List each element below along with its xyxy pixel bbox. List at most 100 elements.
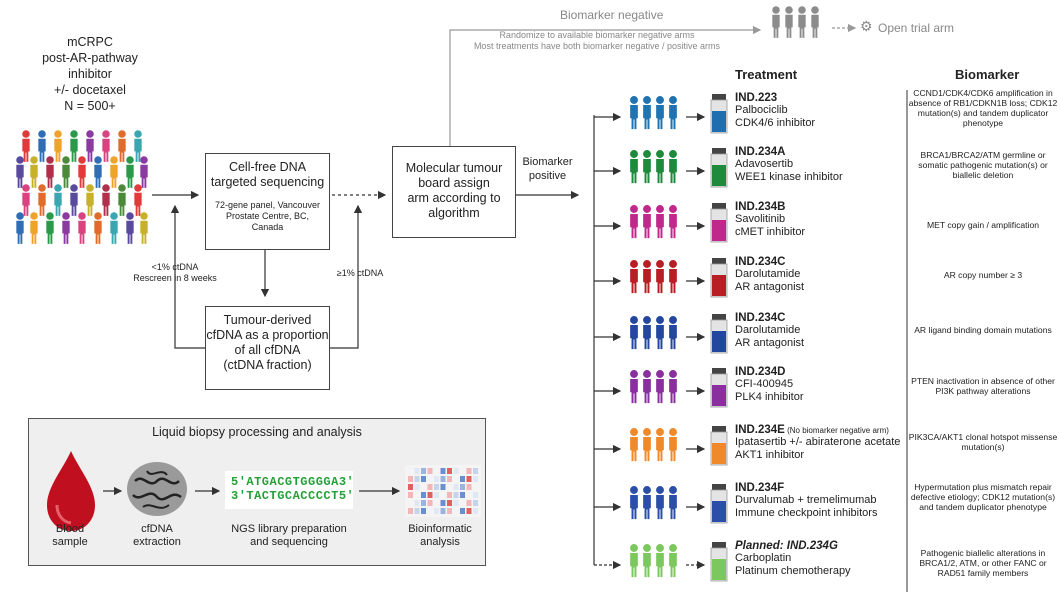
patient-group-icon [630,544,677,578]
arm-class: AR antagonist [735,337,805,349]
patient-group-icon [630,96,677,130]
drug-vial-icon [710,94,728,134]
vial-arrow [686,332,706,342]
arm-id: IND.234D [735,366,786,378]
arm-id: IND.234F [735,482,785,494]
arm-connector [594,112,622,122]
negative-note: Randomize to available biomarker negativ… [473,30,721,51]
vial-arrow [686,276,706,286]
biomarker-negative-label: Biomarker negative [560,8,664,22]
tumour-fraction-box: Tumour-derived cfDNA as a proportion of … [205,306,330,390]
arm-id: IND.234C [735,256,786,268]
arm-id: IND.234B [735,201,786,213]
arm-drug: Savolitinib [735,213,786,225]
arm-drug: Darolutamide [735,268,801,280]
high-ctdna-label: ≥1% ctDNA [336,268,384,278]
arm-class: AR antagonist [735,281,805,293]
arm-connector [594,386,622,396]
crowd-icon [16,130,148,244]
arm-class: AKT1 inhibitor [735,449,805,461]
arm-connector [594,332,622,342]
vial-arrow [686,502,706,512]
population-label: mCRPC post-AR-pathway inhibitor +/- doce… [42,35,138,113]
cfdna-extraction-icon [127,462,187,516]
arm-connector [594,166,622,176]
drug-vial-icon [710,203,728,243]
arm-id: Planned: IND.234G [735,540,838,552]
vial-arrow [686,386,706,396]
drug-vial-icon [710,148,728,188]
arm-biomarker: PIK3CA/AKT1 clonal hotspot missense muta… [908,432,1058,452]
arm-drug: Carboplatin [735,552,792,564]
arm-text: IND.234E (No biomarker negative arm)Ipat… [735,424,905,462]
patient-group-icon [630,205,677,239]
microbe-icon: ⚙ [860,18,873,34]
drug-vial-icon [710,542,728,582]
drug-vial-icon [710,258,728,298]
arm-drug: Adavosertib [735,158,794,170]
low-ctdna-label: <1% ctDNA Rescreen in 8 weeks [133,262,217,283]
arm-connector [594,276,622,286]
arm-biomarker: MET copy gain / amplification [926,220,1040,230]
arm-id: IND.234A [735,146,786,158]
vial-arrow [686,444,706,454]
patient-group-icon [630,370,677,404]
patient-group-icon [630,260,677,294]
arm-id: IND.223 [735,92,778,104]
vial-arrow [686,221,706,231]
liquid-biopsy-title: Liquid biopsy processing and analysis [152,425,362,439]
cfdna-sequencing-box: Cell-free DNA targeted sequencing 72-gen… [205,153,330,250]
negative-group-icon [772,6,819,38]
arm-id: IND.234C [735,312,786,324]
open-trial-arm-label: Open trial arm [878,21,955,35]
cfdna-extraction-label: cfDNA extraction [133,523,181,548]
patient-group-icon [630,486,677,520]
drug-vial-icon [710,484,728,524]
bioinformatic-label: Bioinformatic analysis [408,523,472,548]
patient-group-icon [630,316,677,350]
patient-group-icon [630,150,677,184]
treatment-header: Treatment [735,67,798,82]
arm-biomarker: PTEN inactivation in absence of other PI… [911,376,1055,396]
blood-drop-icon [47,451,95,531]
arm-connector [594,221,622,231]
arm-biomarker: BRCA1/BRCA2/ATM germline or somatic path… [918,150,1048,180]
arm-biomarker: Hypermutation plus mismatch repair defec… [910,482,1056,512]
drug-vial-icon [710,426,728,466]
arm-connector [594,502,622,512]
drug-vial-icon [710,314,728,354]
arm-class: PLK4 inhibitor [735,391,804,403]
patient-group-icon [630,428,677,462]
arm-drug: Ipatasertib +/- abiraterone acetate [735,436,901,448]
vial-arrow [686,560,706,570]
arm-biomarker: Pathogenic biallelic alterations in BRCA… [919,548,1047,578]
drug-vial-icon [710,368,728,408]
blood-sample-label: Blood sample [52,523,88,548]
arm-connector [594,444,622,454]
arm-class: Platinum chemotherapy [735,565,851,577]
biomarker-positive-label: Biomarker positive [522,156,573,182]
arm-class: Immune checkpoint inhibitors [735,507,878,519]
panel-arrows [103,486,401,496]
arm-drug: Palbociclib [735,104,788,116]
arm-biomarker: AR copy number ≥ 3 [943,270,1023,280]
heatmap-icon [405,465,481,517]
arm-drug: Durvalumab + tremelimumab [735,494,877,506]
arm-class: cMET inhibitor [735,226,806,238]
arm-drug: CFI-400945 [735,378,794,390]
arm-class: WEE1 kinase inhibitor [735,171,843,183]
arm-class: CDK4/6 inhibitor [735,117,816,129]
liquid-biopsy-panel: Liquid biopsy processing and analysis Bl… [28,418,486,566]
arm-biomarker: AR ligand binding domain mutations [914,325,1052,335]
arm-biomarker: CCND1/CDK4/CDK6 amplification in absence… [908,88,1058,128]
arm-note: (No biomarker negative arm) [784,426,889,435]
arm-id: IND.234E (No biomarker negative arm) [735,424,889,436]
